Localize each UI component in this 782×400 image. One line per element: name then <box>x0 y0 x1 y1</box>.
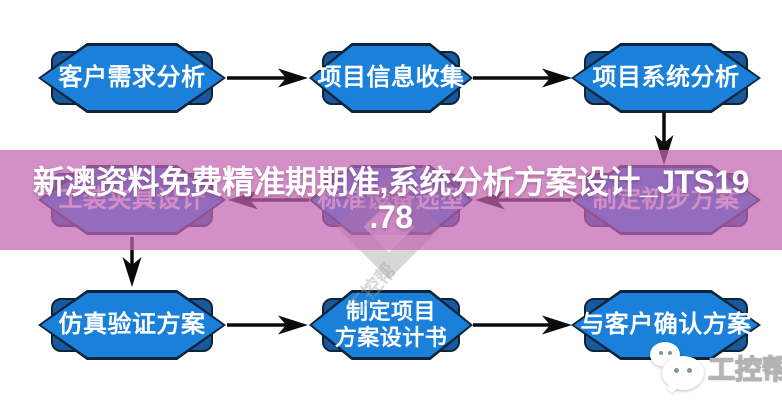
node-label: 仿真验证方案 <box>58 311 206 338</box>
promo-banner-text-line1: 新澳资料免费精准期期准,系统分析方案设计_JTS19 <box>33 163 749 200</box>
node-label: 与客户确认方案 <box>580 311 752 338</box>
arrow-right-2 <box>473 68 572 88</box>
promo-banner: 新澳资料免费精准期期准,系统分析方案设计_JTS19 .78 <box>0 150 782 250</box>
node-label: 项目系统分析 <box>592 64 740 91</box>
node-label: 项目信息收集 <box>317 64 465 91</box>
node-label: 制定项目 方案设计书 <box>334 298 448 350</box>
flow-node-simulation-verification-plan: 仿真验证方案 <box>38 290 226 360</box>
arrow-right-4 <box>473 315 572 335</box>
brand-name-text: 工控帮 <box>707 354 782 385</box>
arrow-right-3 <box>227 315 308 335</box>
flow-node-customer-needs-analysis: 客户需求分析 <box>38 43 226 113</box>
flow-node-project-design-document: 制定项目 方案设计书 <box>309 290 473 360</box>
node-label: 客户需求分析 <box>58 64 206 91</box>
flow-node-project-info-collection: 项目信息收集 <box>309 43 473 113</box>
flow-node-project-system-analysis: 项目系统分析 <box>571 43 761 113</box>
promo-banner-text-line2: .78 <box>369 199 413 235</box>
brand-watermark: 工控帮 <box>642 340 782 396</box>
arrow-right-1 <box>227 68 308 88</box>
